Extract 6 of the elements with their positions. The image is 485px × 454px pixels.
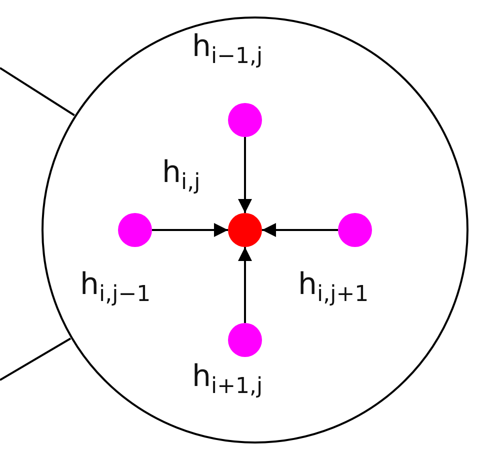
arrow — [262, 223, 338, 237]
zoom-line — [0, 338, 72, 381]
arrow — [238, 247, 252, 323]
arrow — [152, 223, 228, 237]
arrow — [238, 137, 252, 213]
zoom-line — [0, 67, 75, 116]
